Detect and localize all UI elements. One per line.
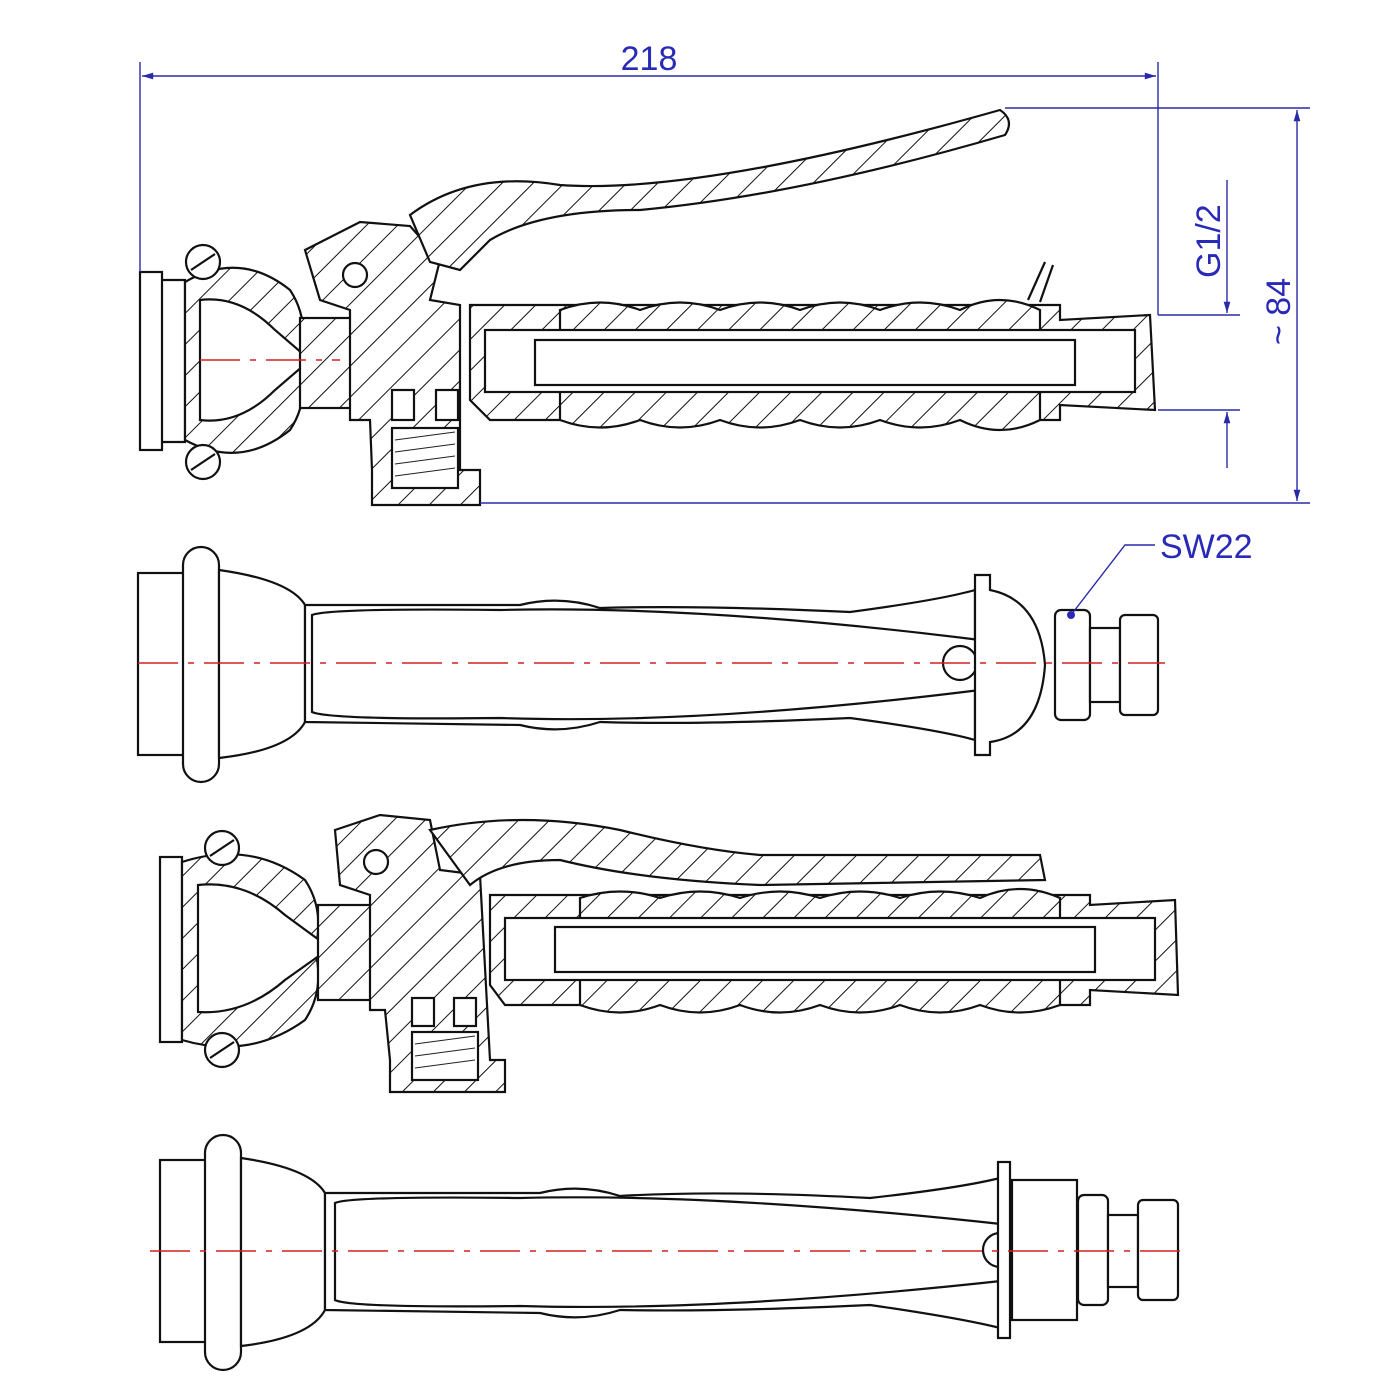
dim-thread-label: G1/2 [1190,204,1228,278]
dimension-thread: G1/2 [1158,180,1240,468]
hex-nut [1053,608,1092,722]
lever [408,108,1011,272]
dim-height-label: ~ 84 [1260,278,1298,345]
dimension-overall-length: 218 [139,40,1159,315]
top-view-open: SW22 [136,528,1253,784]
side-section-view-closed [158,813,1180,1094]
side-section-view-open [138,108,1157,507]
top-view-closed [150,1133,1185,1372]
dimension-height: ~ 84 [480,107,1310,504]
dim-sw22-label: SW22 [1160,528,1253,566]
lever [428,818,1047,887]
dim-218-label: 218 [621,40,678,78]
